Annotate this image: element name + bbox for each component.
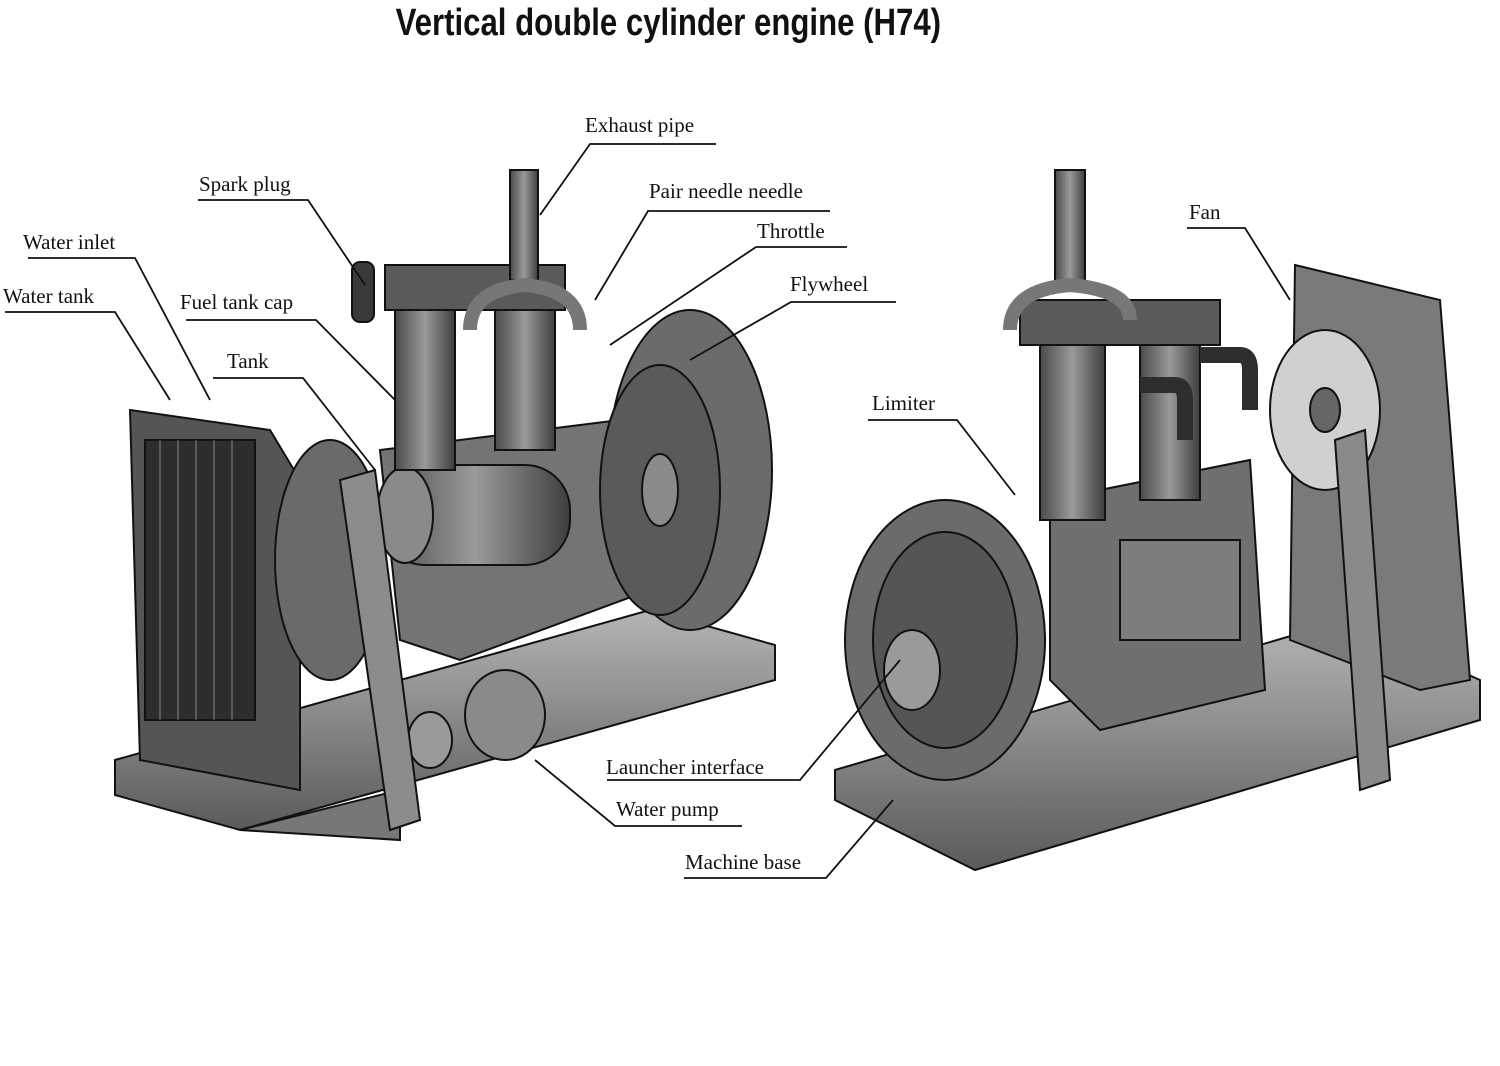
leader-lines xyxy=(5,143,1291,879)
label-fan: Fan xyxy=(1189,200,1221,224)
label-fuel-tank-cap: Fuel tank cap xyxy=(180,290,294,314)
leader-machine-base xyxy=(684,799,894,879)
leader-water-tank xyxy=(5,311,171,401)
label-spark-plug: Spark plug xyxy=(199,172,291,196)
leader-throttle xyxy=(609,246,847,346)
leader-exhaust-pipe xyxy=(539,143,716,216)
leader-flywheel xyxy=(689,301,896,361)
leader-launcher-interface xyxy=(607,659,901,781)
leader-tank xyxy=(213,377,376,471)
label-launcher-interface: Launcher interface xyxy=(606,755,764,779)
leader-spark-plug xyxy=(198,199,366,286)
leader-water-pump xyxy=(534,759,742,827)
label-pair-needle-needle: Pair needle needle xyxy=(649,179,803,203)
label-exhaust-pipe: Exhaust pipe xyxy=(585,113,695,137)
leader-limiter xyxy=(868,419,1016,496)
label-water-tank: Water tank xyxy=(3,284,95,308)
label-tank: Tank xyxy=(227,349,269,373)
leader-fuel-tank-cap xyxy=(186,319,396,401)
leader-water-inlet xyxy=(28,257,211,401)
diagram-title: Vertical double cylinder engine (H74) xyxy=(395,2,942,44)
left-engine-drawing xyxy=(114,169,776,842)
leader-pair-needle-needle xyxy=(594,210,830,301)
right-launcher-interface xyxy=(883,629,941,711)
label-water-inlet: Water inlet xyxy=(23,230,116,254)
left-water-pump xyxy=(464,669,546,761)
label-limiter: Limiter xyxy=(872,391,935,415)
right-engine-drawing xyxy=(834,169,1481,872)
label-machine-base: Machine base xyxy=(685,850,802,874)
label-throttle: Throttle xyxy=(757,219,825,243)
leader-fan xyxy=(1187,227,1291,301)
label-water-pump: Water pump xyxy=(616,797,719,821)
label-flywheel: Flywheel xyxy=(790,272,869,296)
